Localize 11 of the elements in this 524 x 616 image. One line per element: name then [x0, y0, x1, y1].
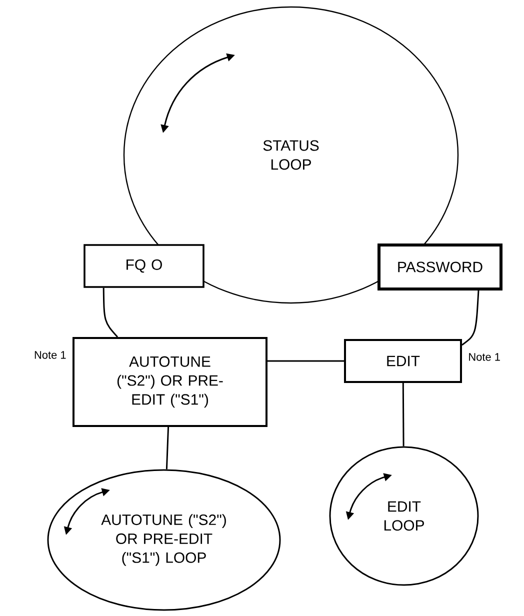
connector	[268, 360, 344, 362]
process-box: PASSWORD	[378, 244, 502, 290]
note-label: Note 1	[469, 353, 500, 361]
process-box: FQ O	[84, 244, 204, 288]
connector	[402, 382, 404, 446]
process-box: AUTOTUNE ("S2") OR PRE-EDIT ("S1")	[72, 337, 268, 427]
connector	[102, 288, 118, 338]
note-label: Note 1	[34, 351, 66, 359]
process-box: EDIT	[344, 339, 462, 383]
connector	[462, 290, 480, 346]
connector	[166, 426, 170, 470]
